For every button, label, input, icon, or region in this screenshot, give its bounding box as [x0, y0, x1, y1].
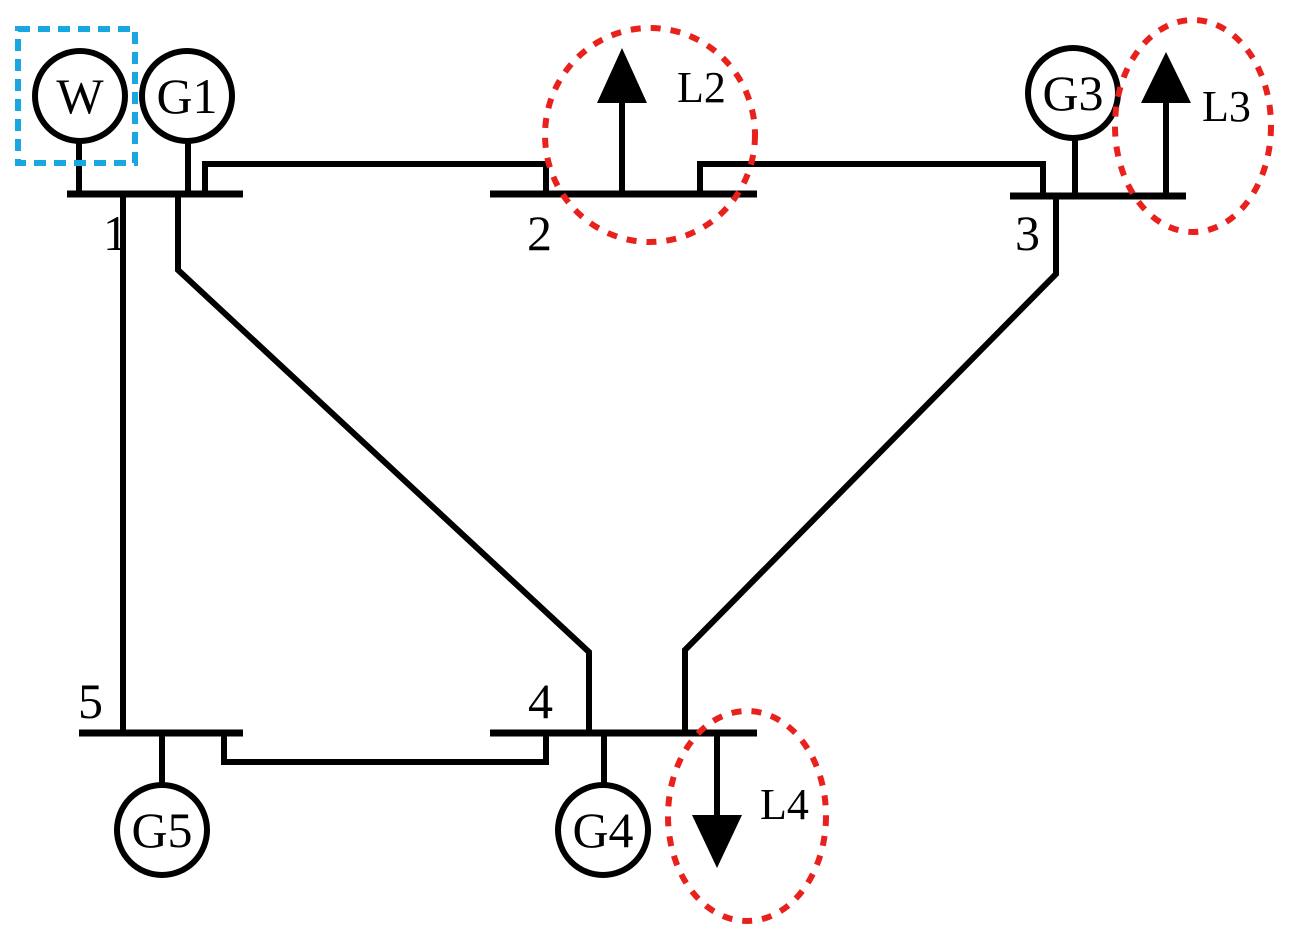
- branch-2-3: [697, 161, 1046, 196]
- load-L2-highlight: [542, 25, 758, 245]
- branches: [120, 161, 1059, 765]
- generator-W-icon: [32, 48, 128, 144]
- bus-label-3: 3: [1015, 205, 1040, 261]
- generator-G4: G4: [555, 782, 651, 878]
- generator-G3: G3: [1025, 45, 1121, 141]
- load-L2-arrow-icon: [597, 48, 647, 103]
- generator-G4-icon: [555, 782, 651, 878]
- load-L4: L4: [692, 733, 809, 868]
- bus-label-5: 5: [78, 673, 103, 729]
- load-L2-label: L2: [677, 63, 726, 112]
- bus-label-2: 2: [527, 205, 552, 261]
- branch-3-4: [682, 196, 1059, 733]
- load-L3-arrow-icon: [1141, 52, 1191, 103]
- generator-G1: G1: [139, 48, 235, 144]
- load-L4-highlight: [665, 708, 829, 924]
- generator-G5: G5: [114, 782, 210, 878]
- bus-label-4: 4: [528, 673, 553, 729]
- highlights: [15, 17, 1274, 924]
- loads: L2 L3 L4: [597, 48, 1251, 868]
- bus-label-1: 1: [103, 205, 128, 261]
- generator-G1-icon: [139, 48, 235, 144]
- generator-G5-icon: [114, 782, 210, 878]
- branch-1-2: [202, 161, 549, 193]
- load-L3-label: L3: [1202, 82, 1251, 131]
- wind-highlight-box: [15, 26, 138, 166]
- generator-G4-label: G4: [572, 802, 633, 858]
- bus-bars: [67, 190, 1186, 737]
- generators: W G1 G3 G4 G5: [32, 45, 1121, 878]
- generator-G3-label: G3: [1042, 65, 1103, 121]
- load-L2: L2: [597, 48, 726, 194]
- branch-1-4: [175, 193, 592, 733]
- generator-G1-label: G1: [156, 68, 217, 124]
- generator-W-label: W: [56, 68, 104, 124]
- load-L3: L3: [1141, 52, 1251, 196]
- generator-G5-label: G5: [131, 802, 192, 858]
- generator-W: W: [32, 48, 128, 144]
- generator-stems: [76, 138, 1078, 786]
- load-L3-highlight: [1112, 17, 1274, 235]
- branch-5-4: [221, 733, 549, 765]
- load-L4-label: L4: [760, 780, 809, 829]
- load-L4-arrow-icon: [692, 815, 742, 868]
- bus-labels: 1 2 3 4 5: [78, 205, 1040, 729]
